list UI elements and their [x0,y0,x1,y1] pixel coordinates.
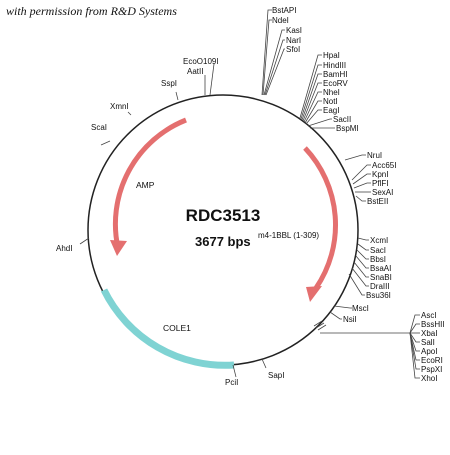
site-hpai: HpaI [323,51,340,60]
insert-label: m4-1BBL (1-309) [258,231,319,240]
site-leaders-right [344,154,371,202]
site-leaders-lower-right [348,237,369,296]
site-bsteii: BstEII [367,197,388,206]
amp-arrowhead [110,240,127,256]
amp-arrow [112,117,187,249]
site-bspmi: BspMI [336,124,359,133]
site-msci: MscI [352,304,369,313]
site-bsu36i: Bsu36I [366,291,391,300]
site-draiii: DraIII [370,282,390,291]
site-ecoo109i: EcoO109I [183,57,219,66]
site-apoi: ApoI [421,347,437,356]
site-bstapi: BstAPI [272,6,296,15]
site-noti: NotI [323,97,338,106]
site-hindiii: HindIII [323,61,346,70]
site-leaders-upper-right [299,54,335,129]
amp-label: AMP [136,180,155,190]
site-pcii: PciI [225,378,238,387]
insert-arrow [303,146,339,290]
site-acc65i: Acc65I [372,161,396,170]
site-sali: SalI [421,338,435,347]
site-kasi: KasI [286,26,302,35]
site-sspi: SspI [161,79,177,88]
site-ecorv: EcoRV [323,79,348,88]
site-pflfi: PflFI [372,179,388,188]
site-xhoi: XhoI [421,374,437,383]
cole1-arc [100,288,235,369]
site-pspxi: PspXI [421,365,442,374]
site-ahdi: AhdI [56,244,72,253]
site-sexai: SexAI [372,188,393,197]
insert-arrowhead [306,286,322,302]
site-kpni: KpnI [372,170,388,179]
site-leaders-other [79,63,267,378]
site-sfoi: SfoI [286,45,300,54]
site-xbai: XbaI [421,329,437,338]
site-xcmi: XcmI [370,236,388,245]
site-aatii: AatII [187,67,203,76]
site-asci: AscI [421,311,437,320]
site-bsaai: BsaAI [370,264,391,273]
site-nari: NarI [286,36,301,45]
site-ndei: NdeI [272,16,289,25]
site-nrui: NruI [367,151,382,160]
site-sacii: SacII [333,115,351,124]
credit-text: with permission from R&D Systems [6,4,177,18]
site-sapi: SapI [268,371,284,380]
site-scai: ScaI [91,123,107,132]
cole1-label: COLE1 [163,323,191,333]
site-leaders-msci-nsii [329,305,352,320]
plasmid-size: 3677 bps [195,234,251,249]
site-xmni: XmnI [110,102,129,111]
site-bamhi: BamHI [323,70,347,79]
site-nsii: NsiI [343,315,357,324]
site-ecori: EcoRI [421,356,443,365]
site-bsshii: BssHII [421,320,445,329]
site-eagi: EagI [323,106,339,115]
site-leaders-top [261,9,285,96]
site-snabi: SnaBI [370,273,392,282]
site-nhei: NheI [323,88,340,97]
plasmid-name: RDC3513 [186,206,261,225]
site-bbsi: BbsI [370,255,386,264]
site-leaders-far-right [313,314,420,379]
site-saci: SacI [370,246,386,255]
